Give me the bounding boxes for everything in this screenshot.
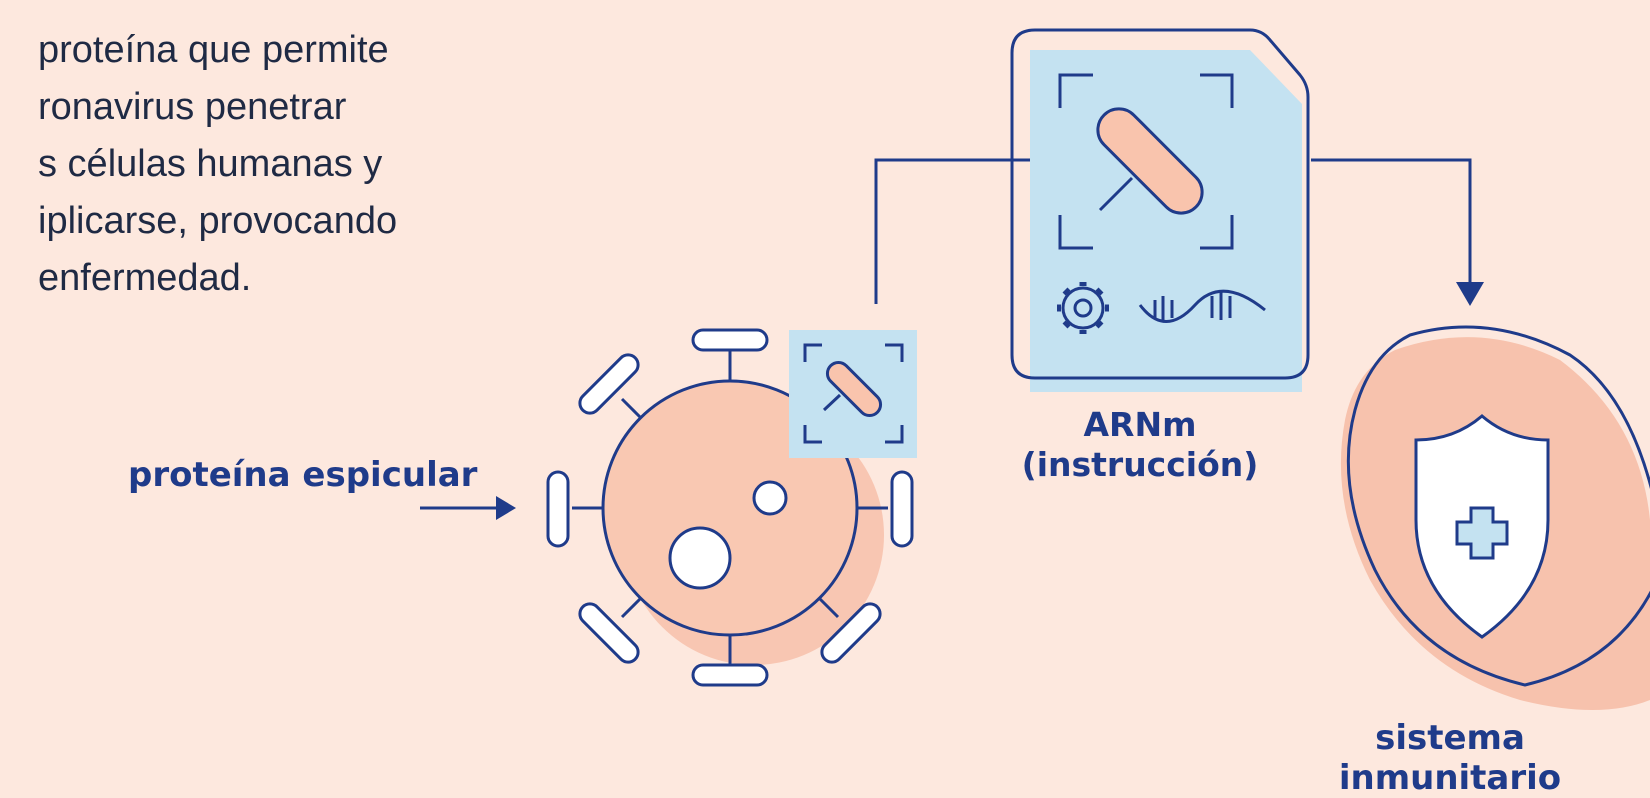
description-paragraph: proteína que permite ronavirus penetrar … — [0, 22, 397, 307]
immune-system-label-line-1: sistema — [1375, 718, 1525, 758]
spike-protein-label: proteína espicular — [128, 455, 478, 495]
description-line-3: s células humanas y — [38, 143, 383, 185]
mrna-document-icon — [1010, 28, 1310, 392]
shield-icon — [1414, 414, 1550, 639]
description-line-4: iplicarse, provocando — [38, 200, 398, 242]
description-line-1: proteína que permite — [38, 29, 389, 71]
description-line-5: enfermedad. — [38, 257, 252, 299]
mrna-label-line-1: ARNm — [1083, 405, 1197, 444]
description-line-2: ronavirus penetrar — [38, 86, 347, 128]
immune-system-label: sistema inmunitario — [1330, 718, 1570, 798]
arrow-down-icon — [1456, 282, 1484, 306]
gear-icon — [1057, 282, 1109, 334]
mrna-label: ARNm (instrucción) — [1000, 405, 1280, 485]
medical-cross-icon — [1455, 506, 1509, 560]
arrow-right-icon — [420, 496, 516, 520]
rna-strand-icon — [1138, 289, 1266, 323]
immune-system-label-line-2: inmunitario — [1338, 758, 1562, 798]
virus-icon — [546, 328, 917, 687]
mrna-label-line-2: (instrucción) — [1021, 445, 1259, 484]
